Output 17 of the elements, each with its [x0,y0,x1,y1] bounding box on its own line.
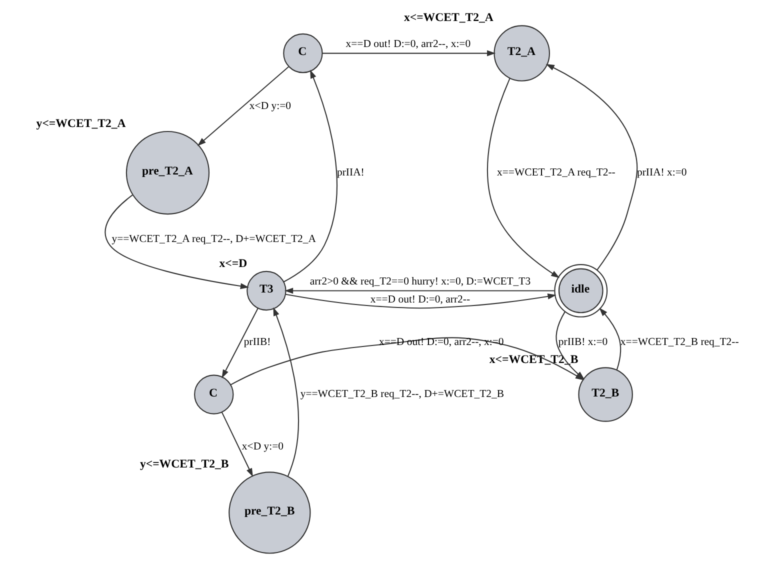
edge-label: y==WCET_T2_B req_T2--, D+=WCET_T2_B [300,388,504,400]
node-label: x<=D [219,256,248,270]
edge-label: prIIB! x:=0 [558,336,608,348]
edge-label: prIIA! [337,166,364,178]
edge-label: x==D out! D:=0, arr2--, x:=0 [346,38,471,50]
edge-label: prIIB! [244,336,271,348]
edge-label: y==WCET_T2_A req_T2--, D+=WCET_T2_A [112,232,316,245]
edge-label: arr2>0 && req_T2==0 hurry! x:=0, D:=WCET_T3 [310,275,531,288]
edge-label: x==WCET_T2_A req_T2-- [497,166,616,178]
edge-label: x<D y:=0 [242,440,284,453]
edge-label: x<D y:=0 [249,100,292,112]
edge-label: x==WCET_T2_B req_T2-- [620,336,739,348]
node-label: y<=WCET_T2_B [140,456,229,471]
node-label: y<=WCET_T2_A [36,116,126,130]
edge-label: x==D out! D:=0, arr2-- [370,294,470,306]
node-label: x<=WCET_T2_A [404,10,494,24]
edge-label: prIIA! x:=0 [637,166,687,178]
